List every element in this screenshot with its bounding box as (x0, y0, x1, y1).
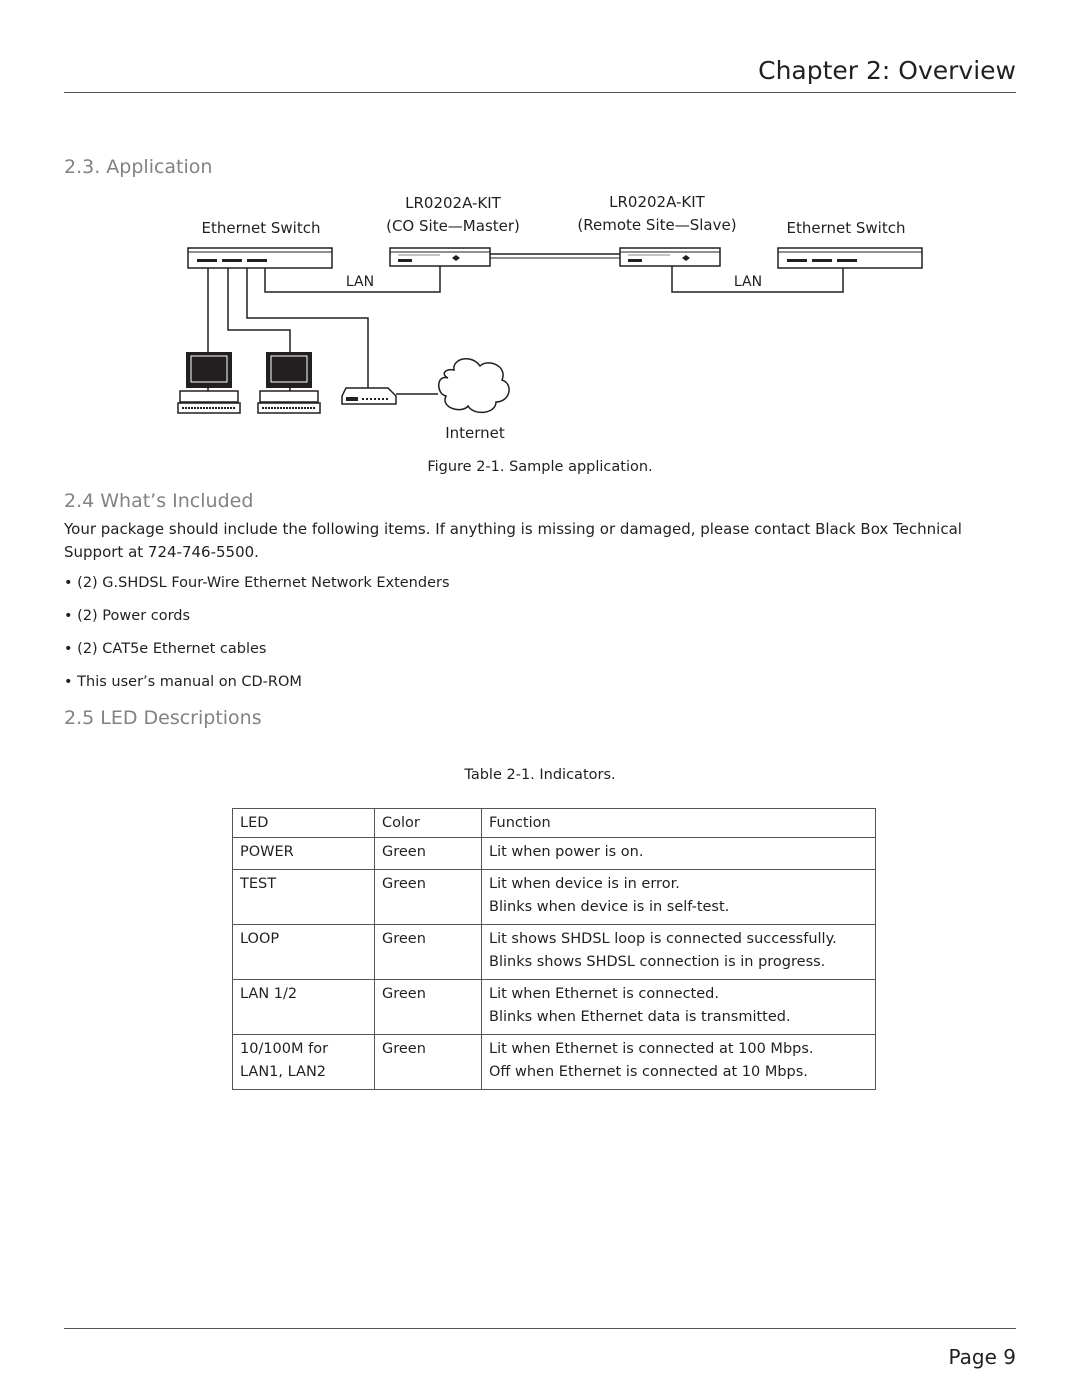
header-rule (64, 92, 1016, 93)
led-name: LAN 1/2 (240, 986, 298, 1002)
column-header-function: Function (481, 808, 876, 838)
lan-left-label: LAN (346, 274, 374, 290)
section-heading-whats-included: 2.4 What’s Included (64, 490, 254, 512)
right-switch-label: Ethernet Switch (787, 219, 906, 237)
list-item: • (2) Power cords (64, 608, 191, 624)
left-switch-label: Ethernet Switch (202, 219, 321, 237)
led-name: LOOP (240, 931, 280, 947)
left-switch-icon (187, 247, 333, 269)
led-name: TEST (240, 876, 277, 892)
led-name: 10/100M for (240, 1041, 329, 1057)
footer-rule (64, 1328, 1016, 1329)
master-extender-icon (389, 247, 491, 267)
list-item: • This user’s manual on CD-ROM (64, 674, 302, 690)
computer-icon (257, 352, 321, 414)
figure-caption: Figure 2-1. Sample application. (427, 459, 653, 475)
led-function-line: Lit when power is on. (489, 844, 644, 860)
led-function-line: Lit when device is in error. (489, 876, 680, 892)
table-row: LAN 1/2 Green Lit when Ethernet is conne… (232, 979, 876, 1035)
list-item: • (2) CAT5e Ethernet cables (64, 641, 267, 657)
led-function-line: Lit shows SHDSL loop is connected succes… (489, 931, 837, 947)
led-color: Green (374, 837, 482, 870)
led-name: POWER (240, 844, 294, 860)
page-number: Page 9 (948, 1345, 1017, 1369)
column-header-led: LED (232, 808, 375, 838)
lan-link-right (671, 266, 844, 293)
column-header-color: Color (374, 808, 482, 838)
internet-cloud-icon (438, 358, 510, 414)
led-color: Green (374, 979, 482, 1035)
router-icon (341, 387, 397, 405)
computer-icon (177, 352, 241, 414)
master-site-label: (CO Site—Master) (386, 217, 520, 235)
led-function-line: Blinks when Ethernet data is transmitted… (489, 1009, 791, 1025)
lan-right-label: LAN (734, 274, 762, 290)
table-row: 10/100M for LAN1, LAN2 Green Lit when Et… (232, 1034, 876, 1090)
section-heading-led-descriptions: 2.5 LED Descriptions (64, 707, 262, 729)
list-item: • (2) G.SHDSL Four-Wire Ethernet Network… (64, 575, 450, 591)
table-caption: Table 2-1. Indicators. (464, 767, 616, 783)
led-color: Green (374, 924, 482, 980)
internet-label: Internet (445, 424, 505, 442)
slave-extender-icon (619, 247, 721, 267)
table-row: LOOP Green Lit shows SHDSL loop is conne… (232, 924, 876, 980)
section-heading-application: 2.3. Application (64, 156, 213, 178)
led-indicators-table: LED Color Function POWER Green Lit when … (232, 808, 876, 1090)
lan-link-left (264, 266, 441, 293)
led-function-line: Off when Ethernet is connected at 10 Mbp… (489, 1064, 808, 1080)
slave-model-label: LR0202A-KIT (609, 193, 706, 211)
table-row: POWER Green Lit when power is on. (232, 837, 876, 870)
led-function-line: Blinks when device is in self-test. (489, 899, 730, 915)
table-header-row: LED Color Function (232, 808, 876, 838)
chapter-title: Chapter 2: Overview (758, 56, 1016, 85)
slave-site-label: (Remote Site—Slave) (577, 216, 736, 234)
led-function-line: Lit when Ethernet is connected. (489, 986, 719, 1002)
cable-router (246, 268, 369, 388)
led-color: Green (374, 869, 482, 925)
table-row: TEST Green Lit when device is in error. … (232, 869, 876, 925)
led-function-line: Lit when Ethernet is connected at 100 Mb… (489, 1041, 814, 1057)
led-color: Green (374, 1034, 482, 1090)
led-function-line: Blinks shows SHDSL connection is in prog… (489, 954, 826, 970)
network-diagram: Ethernet Switch LR0202A-KIT (CO Site—Mas… (177, 193, 923, 442)
led-name: LAN1, LAN2 (240, 1064, 327, 1080)
right-switch-icon (777, 247, 923, 269)
master-model-label: LR0202A-KIT (405, 194, 502, 212)
whats-included-intro: Your package should include the followin… (64, 520, 962, 561)
